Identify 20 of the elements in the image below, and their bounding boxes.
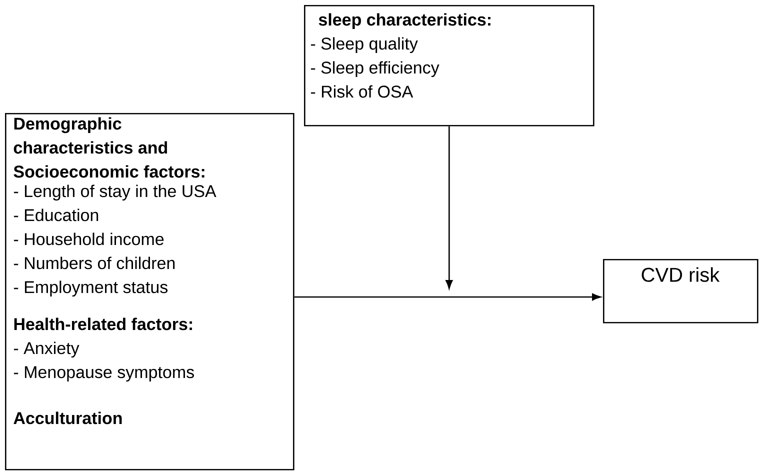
node-label: - Sleep quality [310,37,418,54]
node-label: Acculturation [14,412,122,424]
node-label: - Household income [14,232,164,246]
node-label: - Risk of OSA [310,85,414,98]
arrow [446,126,453,289]
factor-box [304,5,594,126]
node-label: - Anxiety [14,342,80,358]
node-label: - Numbers of children [14,256,175,270]
node-label: - Education [14,208,98,222]
node-label: Demographic characteristics and Socioeconomic factors: [14,117,204,178]
node-label: - Menopause symptoms [14,366,194,382]
factor-box [5,113,294,470]
node-label: Health-related factors: [14,318,192,330]
arrow [294,293,601,301]
node-label: - Sleep efficiency [310,61,440,78]
node-label: - Length of stay in the USA [14,184,216,201]
node-label: CVD risk [642,267,720,282]
node-label: - Employment status [14,280,168,297]
outcome-box [603,259,758,324]
node-label: sleep characteristics: [318,13,490,30]
